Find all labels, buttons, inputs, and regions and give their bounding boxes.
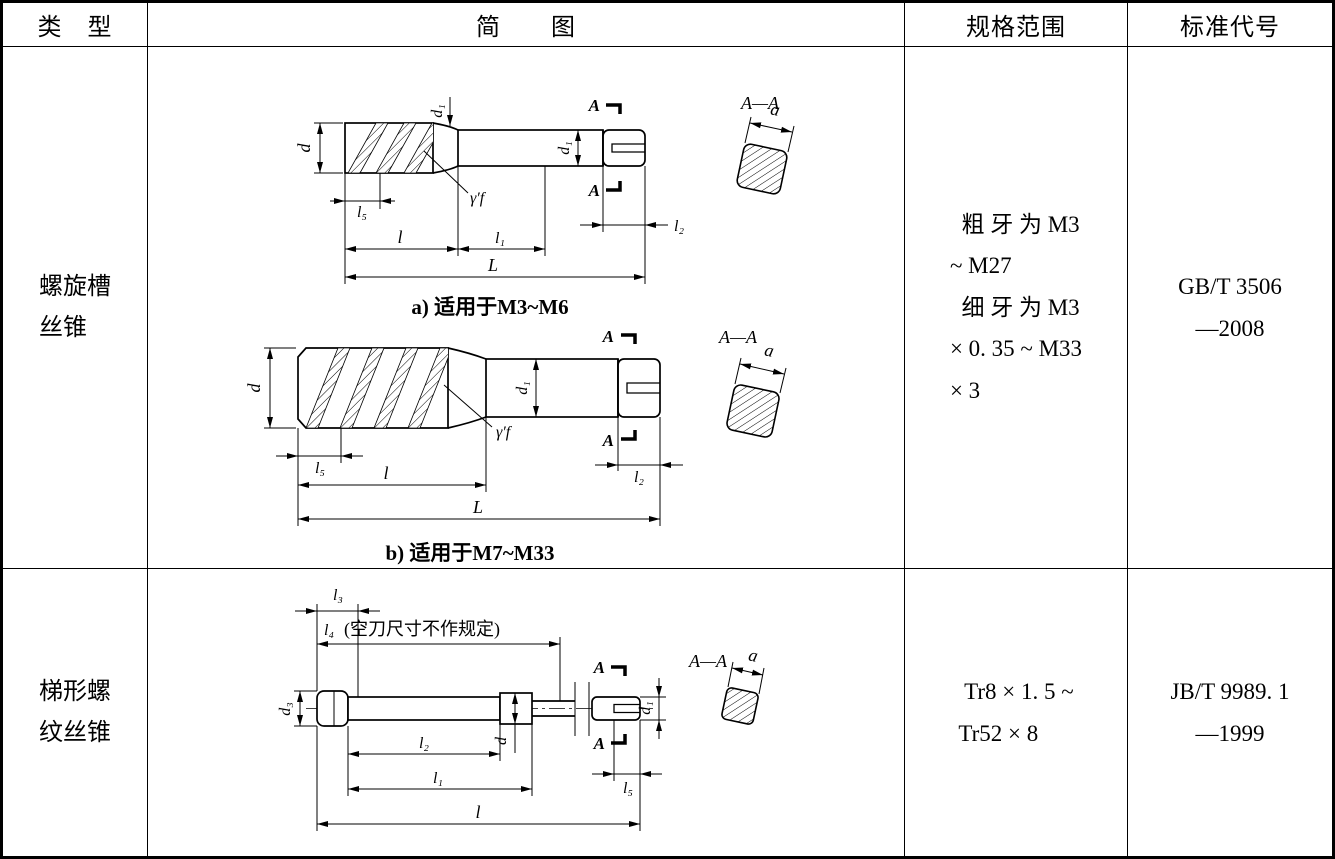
section-view-b: A—A a [718,327,787,438]
row2-spec-cell: Tr8 × 1. 5 ~ Tr52 × 8 [905,569,1128,856]
dim-label-d: d [244,383,264,393]
dim-label-l2: l₂ [674,218,684,235]
dim-label-d1-shank: d₁ [556,141,573,155]
dim-note-l4: (空刀尺寸不作规定) [344,619,500,640]
dim-label-d3: d₃ [277,702,294,716]
row2-spec-text: Tr8 × 1. 5 ~ Tr52 × 8 [958,679,1074,746]
dim-label-a: a [747,644,760,665]
section-label-A-bottom: A [602,431,614,450]
row1-type-cell: 螺旋槽 丝锥 [3,47,148,569]
dim-label-d1: d₁ [637,701,654,715]
caption-b: b) 适用于M7~M33 [385,541,555,565]
tap-b-flutes [305,348,448,428]
header-col-type: 类 型 [3,3,148,47]
spiral-flute-tap-diagram-b: γ′f d d₁ A A l₅ [244,327,787,526]
dim-label-L: L [487,255,498,275]
row1-spec-cell: 粗 牙 为 M3 ~ M27 细 牙 为 M3 × 0. 35 ~ M33 × … [905,47,1128,569]
dim-label-l3: l₃ [333,587,343,604]
row2-type-text: 梯形螺 纹丝锥 [39,678,111,746]
dim-label-l: l [475,802,480,822]
dim-label-l4: l₄ [324,622,334,639]
dim-label-d: d [294,143,314,153]
dim-label-l: l [397,227,402,247]
trapezoidal-thread-tap-diagram: l₃ l₄ (空刀尺寸不作规定) d₃ d l₂ [277,587,765,831]
dim-label-a: a [769,98,782,119]
tap-a-dimensions: d₁ γ′f d l₅ l [294,96,684,284]
dim-label-l5: l₅ [315,460,325,477]
tap-b-dimensions: γ′f d d₁ A A l₅ [244,327,683,526]
section-label-A-top: A [593,658,605,677]
row1-spec-text: 粗 牙 为 M3 ~ M27 细 牙 为 M3 × 0. 35 ~ M33 × … [949,212,1083,403]
dim-label-l5: l₅ [357,204,367,221]
dim-label-gamma: γ′f [496,424,513,441]
header-col-spec: 规格范围 [905,3,1128,47]
row2-type-cell: 梯形螺 纹丝锥 [3,569,148,856]
dim-label-l1: l₁ [433,770,443,787]
section-label-A-bottom: A [588,181,600,200]
row2-standard-cell: JB/T 9989. 1 —1999 [1128,569,1332,856]
dim-label-l5: l₅ [623,780,633,797]
section-title-AA: A—A [688,651,728,671]
tap-a-flutes [347,123,433,173]
dim-label-a: a [763,339,776,360]
dim-label-l2: l₂ [419,735,429,752]
section-label-A-top: A [588,96,600,115]
dim-label-d1: d₁ [514,381,531,395]
dim-label-gamma: γ′f [470,190,487,207]
row1-type-text: 螺旋槽 丝锥 [39,273,111,341]
row2-diagram-cell: l₃ l₄ (空刀尺寸不作规定) d₃ d l₂ [148,569,905,856]
dim-label-l: l [383,463,388,483]
row1-standard-text: GB/T 3506 —2008 [1178,274,1282,341]
dim-label-d: d [493,736,510,745]
section-label-A-bottom: A [593,734,605,753]
section-title-AA: A—A [718,327,758,347]
dim-label-l1: l₁ [495,230,505,247]
row2-standard-text: JB/T 9989. 1 —1999 [1170,679,1290,746]
section-label-A-top: A [602,327,614,346]
dim-label-l2: l₂ [634,469,644,486]
tap-c-dimensions: l₃ l₄ (空刀尺寸不作规定) d₃ d l₂ [277,587,666,831]
header-col-standard: 标准代号 [1128,3,1332,47]
tap-b-outline [297,347,661,429]
dim-label-L: L [472,497,483,517]
section-view-a: A—A a [736,93,795,195]
section-title-AA: A—A [740,93,780,113]
row1-diagram-cell: d₁ γ′f d l₅ l [148,47,905,569]
tap-a-outline [344,122,646,174]
dim-label-d1: d₁ [429,104,446,118]
caption-a: a) 适用于M3~M6 [411,295,569,319]
row1-standard-cell: GB/T 3506 —2008 [1128,47,1332,569]
section-view-c: A—A a [688,644,765,725]
spiral-flute-tap-diagram-a: d₁ γ′f d l₅ l [294,93,795,284]
header-col-diagram: 简 图 [148,3,905,47]
